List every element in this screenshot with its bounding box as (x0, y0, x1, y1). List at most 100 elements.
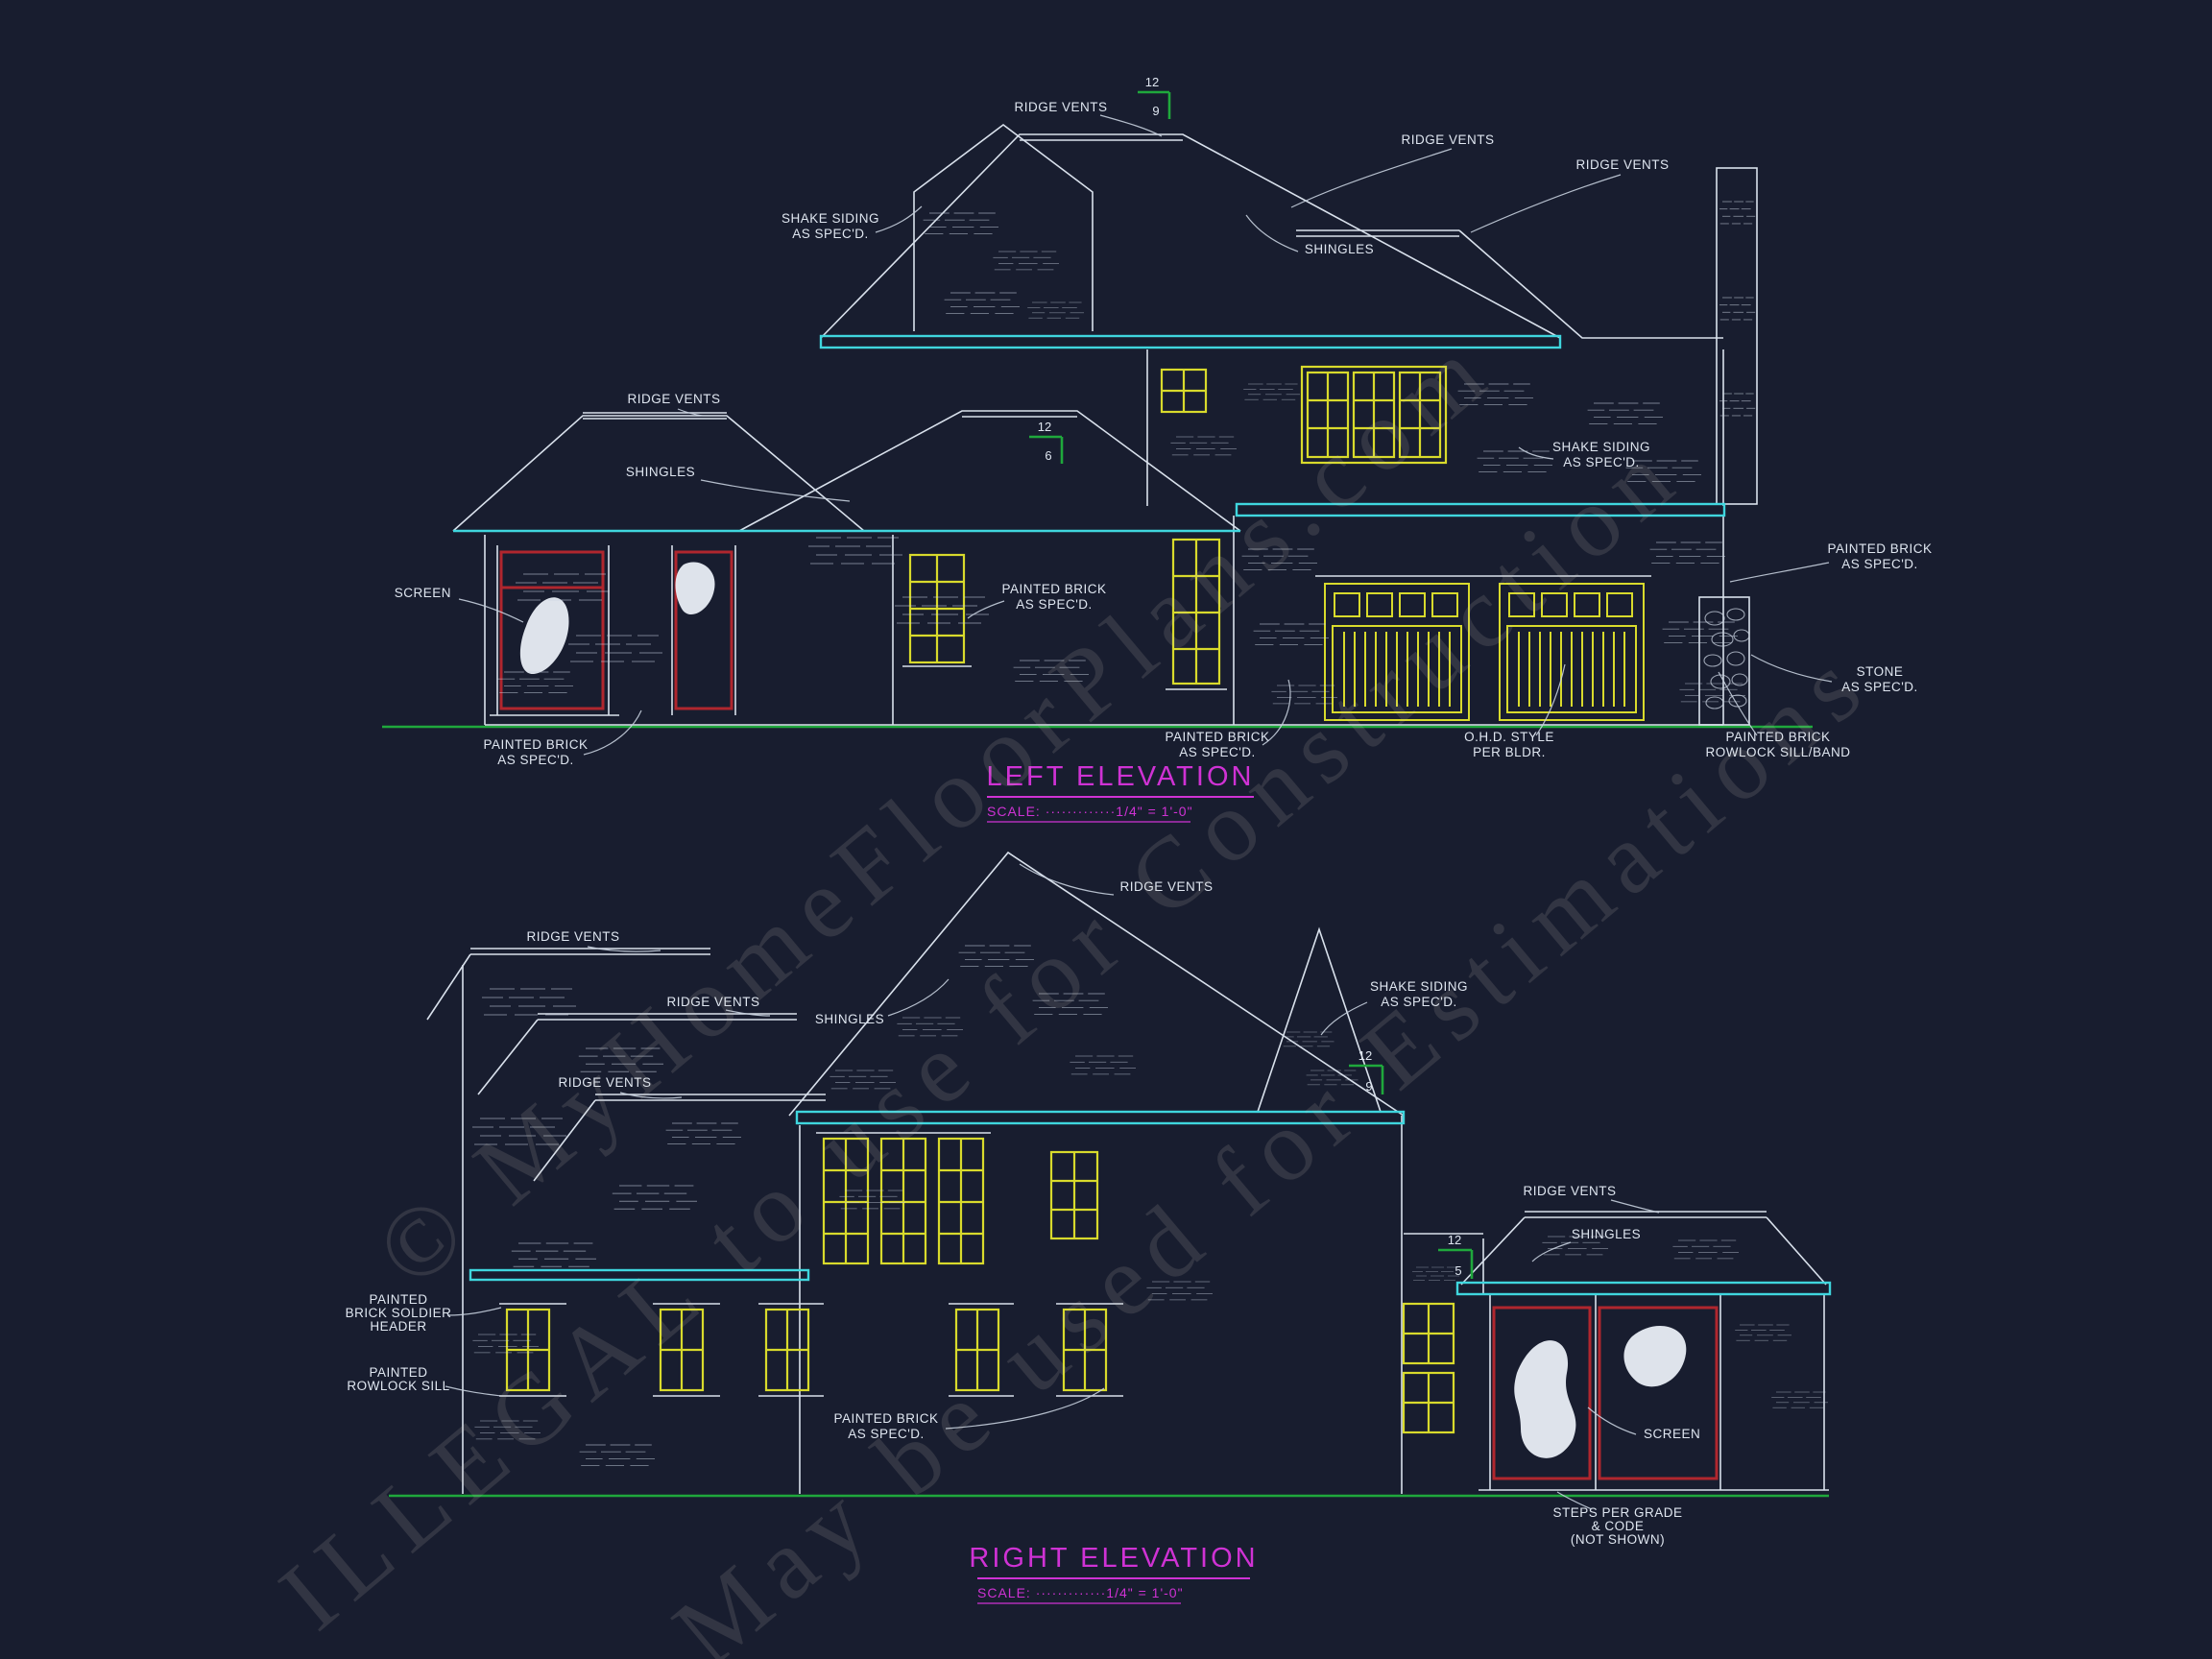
svg-text:PAINTED BRICK: PAINTED BRICK (1827, 541, 1932, 556)
svg-text:AS SPEC'D.: AS SPEC'D. (1179, 745, 1256, 759)
pitch-run: 12 (1145, 75, 1159, 89)
callout-shingles-main: SHINGLES (815, 978, 950, 1026)
svg-text:HEADER: HEADER (370, 1319, 426, 1334)
svg-text:RIDGE VENTS: RIDGE VENTS (1014, 100, 1107, 114)
svg-text:AS SPEC'D.: AS SPEC'D. (497, 753, 574, 767)
left-elevation-windows (908, 365, 1646, 722)
svg-text:PAINTED BRICK: PAINTED BRICK (1165, 730, 1269, 744)
pitch-marker-12-9: 12 9 (1349, 1048, 1384, 1094)
callout-painted-brick-right: PAINTED BRICK AS SPEC'D. (1729, 541, 1932, 583)
svg-text:RIDGE VENTS: RIDGE VENTS (558, 1075, 651, 1090)
pitch-marker-12-9: 12 9 (1138, 75, 1171, 119)
left-elevation-screen-porch (499, 550, 733, 710)
svg-text:SCREEN: SCREEN (395, 586, 451, 600)
callout-shingles-left: SHINGLES (626, 465, 851, 502)
pitch-marker-12-6: 12 6 (1029, 420, 1064, 464)
svg-text:ROWLOCK SILL: ROWLOCK SILL (347, 1379, 449, 1393)
pitch-marker-12-5: 12 5 (1438, 1233, 1474, 1279)
callout-screen: SCREEN (395, 586, 524, 623)
callout-painted-brick-center: PAINTED BRICK AS SPEC'D. (967, 582, 1106, 619)
left-elevation-callouts: RIDGE VENTS RIDGE VENTS RIDGE VENTS SHAK… (395, 100, 1932, 767)
svg-text:AS SPEC'D.: AS SPEC'D. (1381, 995, 1457, 1009)
callout-shake-siding: SHAKE SIDING AS SPEC'D. (1320, 979, 1468, 1036)
svg-text:PAINTED BRICK: PAINTED BRICK (833, 1411, 938, 1426)
svg-text:AS SPEC'D.: AS SPEC'D. (848, 1427, 925, 1441)
svg-text:SHAKE SIDING: SHAKE SIDING (781, 211, 879, 226)
svg-text:AS SPEC'D.: AS SPEC'D. (1016, 597, 1093, 612)
svg-text:PAINTED BRICK: PAINTED BRICK (1001, 582, 1106, 596)
svg-text:RIDGE VENTS: RIDGE VENTS (526, 929, 619, 944)
callout-ridge-vents-left3: RIDGE VENTS (558, 1075, 683, 1099)
svg-text:PAINTED: PAINTED (369, 1365, 427, 1380)
left-elevation-drawing: 12 9 12 6 RIDGE VENTS RIDGE VENTS RIDGE … (382, 75, 1932, 823)
right-elevation-trim (469, 1110, 1832, 1296)
callout-shingles-right-wing: SHINGLES (1531, 1227, 1641, 1262)
callout-rowlock-band: PAINTED BRICK ROWLOCK SILL/BAND (1705, 671, 1850, 759)
callout-ridge-vents-left1: RIDGE VENTS (526, 929, 661, 952)
callout-ridge-vents-leftwing: RIDGE VENTS (627, 392, 720, 417)
svg-text:PAINTED: PAINTED (369, 1292, 427, 1307)
left-elevation-outlines (452, 123, 1758, 726)
pitch-rise: 9 (1365, 1079, 1372, 1094)
svg-text:AS SPEC'D.: AS SPEC'D. (1841, 680, 1918, 694)
svg-text:SHINGLES: SHINGLES (815, 1012, 884, 1026)
left-elevation-scale: SCALE: ·············1/4" = 1'-0" (987, 804, 1193, 819)
right-elevation-scale: SCALE: ·············1/4" = 1'-0" (977, 1585, 1184, 1600)
callout-painted-brick-bottom-center: PAINTED BRICK AS SPEC'D. (1165, 679, 1291, 759)
right-elevation-windows (505, 1137, 1455, 1434)
pitch-rise: 5 (1455, 1263, 1461, 1278)
svg-text:O.H.D. STYLE: O.H.D. STYLE (1464, 730, 1554, 744)
svg-text:PAINTED BRICK: PAINTED BRICK (483, 737, 588, 752)
right-elevation-title-block: RIGHT ELEVATION SCALE: ·············1/4"… (969, 1543, 1258, 1604)
callout-steps: STEPS PER GRADE & CODE (NOT SHOWN) (1552, 1491, 1682, 1547)
pitch-run: 12 (1448, 1233, 1461, 1247)
svg-text:RIDGE VENTS: RIDGE VENTS (1401, 132, 1494, 147)
svg-text:BRICK SOLDIER: BRICK SOLDIER (346, 1306, 452, 1320)
callout-ridge-vents-right-wing: RIDGE VENTS (1523, 1184, 1660, 1214)
svg-text:(NOT SHOWN): (NOT SHOWN) (1571, 1532, 1665, 1547)
callout-ohd-style: O.H.D. STYLE PER BLDR. (1464, 663, 1566, 759)
left-elevation-trim (453, 334, 1726, 533)
callout-ridge-vents-left2: RIDGE VENTS (666, 995, 771, 1017)
svg-text:SHINGLES: SHINGLES (626, 465, 695, 479)
right-elevation-outlines (426, 851, 1829, 1494)
svg-text:STEPS PER GRADE: STEPS PER GRADE (1552, 1505, 1682, 1520)
svg-text:SHAKE SIDING: SHAKE SIDING (1552, 440, 1650, 454)
callout-ridge-vents-top: RIDGE VENTS (1014, 100, 1163, 137)
svg-text:RIDGE VENTS: RIDGE VENTS (1523, 1184, 1616, 1198)
callout-ridge-vents-right1: RIDGE VENTS (1290, 132, 1494, 208)
callout-rowlock-sill: PAINTED ROWLOCK SILL (347, 1365, 502, 1397)
svg-text:AS SPEC'D.: AS SPEC'D. (1841, 557, 1918, 571)
svg-text:RIDGE VENTS: RIDGE VENTS (1119, 879, 1213, 894)
callout-ridge-vents-peak: RIDGE VENTS (1019, 863, 1213, 896)
callout-painted-brick: PAINTED BRICK AS SPEC'D. (833, 1387, 1105, 1441)
pitch-run: 12 (1358, 1048, 1372, 1063)
right-elevation-screen-porch (1492, 1306, 1719, 1480)
pitch-rise: 9 (1152, 104, 1159, 118)
svg-text:& CODE: & CODE (1592, 1519, 1645, 1533)
callout-shingles-upper: SHINGLES (1245, 214, 1374, 256)
pitch-rise: 6 (1045, 448, 1051, 463)
watermark: © MyHomeFloorPlans.com ILLEGAL to use fo… (259, 310, 1891, 1659)
svg-text:RIDGE VENTS: RIDGE VENTS (627, 392, 720, 406)
svg-text:AS SPEC'D.: AS SPEC'D. (1563, 455, 1640, 469)
right-elevation-callouts: RIDGE VENTS RIDGE VENTS RIDGE VENTS SHIN… (346, 863, 1700, 1547)
right-elevation-drawing: 12 9 12 5 RIDGE VENTS RIDGE VENTS RIDGE … (346, 851, 1832, 1604)
svg-text:RIDGE VENTS: RIDGE VENTS (666, 995, 759, 1009)
left-elevation-title: LEFT ELEVATION (987, 761, 1255, 792)
callout-screen: SCREEN (1587, 1407, 1700, 1441)
svg-text:SHINGLES: SHINGLES (1572, 1227, 1641, 1241)
svg-text:STONE: STONE (1857, 664, 1904, 679)
stone-hatch (1703, 608, 1750, 709)
callout-shake-siding-right: SHAKE SIDING AS SPEC'D. (1518, 440, 1650, 469)
callout-stone: STONE AS SPEC'D. (1750, 654, 1918, 694)
svg-text:RIDGE VENTS: RIDGE VENTS (1575, 157, 1669, 172)
callout-painted-brick-bottom-left: PAINTED BRICK AS SPEC'D. (483, 709, 642, 767)
svg-text:ROWLOCK SILL/BAND: ROWLOCK SILL/BAND (1705, 745, 1850, 759)
svg-text:AS SPEC'D.: AS SPEC'D. (792, 227, 869, 241)
callout-ridge-vents-right2: RIDGE VENTS (1470, 157, 1669, 233)
right-elevation-title: RIGHT ELEVATION (969, 1543, 1258, 1574)
left-elevation-title-block: LEFT ELEVATION SCALE: ·············1/4" … (987, 761, 1255, 823)
